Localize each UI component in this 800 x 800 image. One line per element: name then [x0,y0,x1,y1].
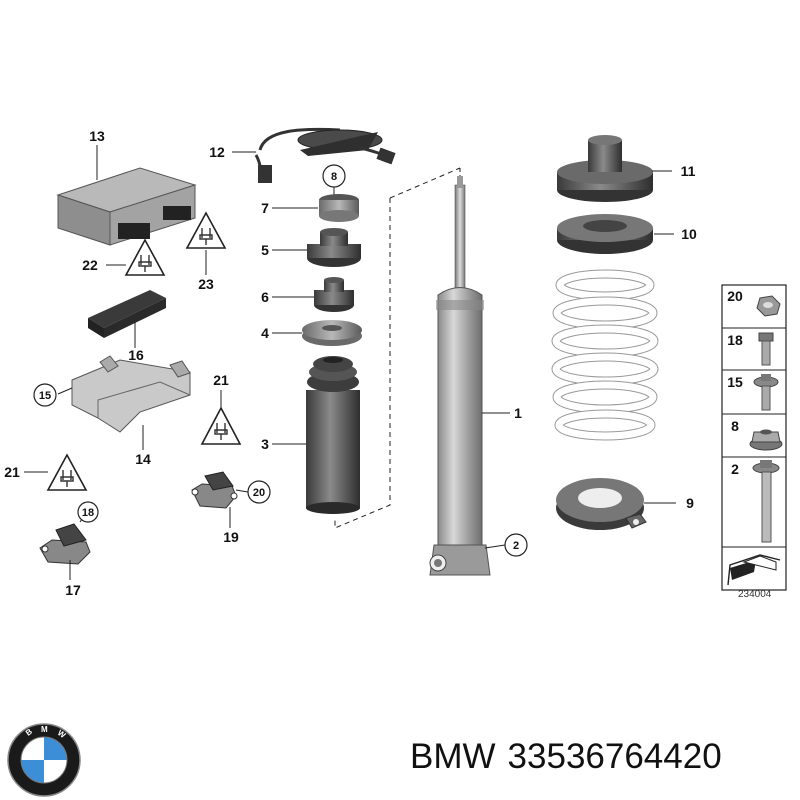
dust-boot-3 [306,356,360,514]
label-22: 22 [82,257,98,273]
pad-16 [88,290,166,338]
mount-5 [307,228,361,267]
label-1: 1 [514,405,522,421]
label-5: 5 [261,242,269,258]
arrow-icon [727,554,781,586]
table-row-label: 8 [731,418,739,434]
label-6: 6 [261,289,269,305]
bolt-icon [758,332,774,366]
svg-text:B: B [24,727,34,738]
part-number: 33536764420 [507,737,722,776]
label-10: 10 [681,226,697,242]
nut-7 [319,194,359,222]
svg-text:W: W [56,728,68,740]
spring-seat-9 [556,478,647,530]
shock-absorber-1 [429,176,491,576]
label-16: 16 [128,347,144,363]
bracket-14 [71,355,191,433]
coil-spring [551,269,659,441]
label-14: 14 [135,451,151,467]
label-11: 11 [681,163,696,179]
brand-name: BMW [410,737,496,776]
label-4: 4 [261,325,269,341]
label-13: 13 [89,128,105,144]
warning-triangle-icon-22 [124,238,166,276]
label-2-callout: 2 [513,540,519,552]
warning-triangle-icon-23 [185,211,227,249]
sensor-19 [191,471,238,509]
washer-4 [302,320,362,346]
label-18-callout: 18 [82,507,94,519]
table-row-label: 2 [731,461,739,477]
label-19: 19 [223,529,239,545]
table-row-label: 20 [727,288,743,304]
fastener-table [721,284,787,591]
warning-triangle-icon-21-left [46,453,88,491]
wiring-harness-12 [254,127,396,183]
flange-nut-icon [749,429,783,451]
sensor-17 [39,523,91,565]
label-9: 9 [686,495,694,511]
label-23: 23 [198,276,214,292]
label-17: 17 [65,582,81,598]
bmw-logo-icon: B M W [7,723,81,797]
flange-bolt-icon [753,374,779,411]
bump-cup-6 [314,277,354,312]
diagram-number: 234004 [738,589,772,600]
warning-triangle-icon-21-right [200,406,242,445]
part-number-caption: BMW 33536764420 [410,737,734,777]
label-7: 7 [261,200,269,216]
label-3: 3 [261,436,269,452]
table-row-label: 18 [727,332,743,348]
long-bolt-icon [752,460,780,543]
bump-stop-11 [557,135,653,202]
label-12: 12 [209,144,225,160]
table-row-label: 15 [727,374,743,390]
hex-nut-icon [756,295,781,317]
svg-text:M: M [41,725,48,734]
label-21-right: 21 [213,372,229,388]
control-module-13 [56,167,197,246]
label-21-left: 21 [4,464,20,480]
label-8-callout: 8 [331,171,337,183]
spring-pad-10 [557,214,653,254]
label-15-callout: 15 [39,390,51,402]
label-20-callout: 20 [253,487,265,499]
